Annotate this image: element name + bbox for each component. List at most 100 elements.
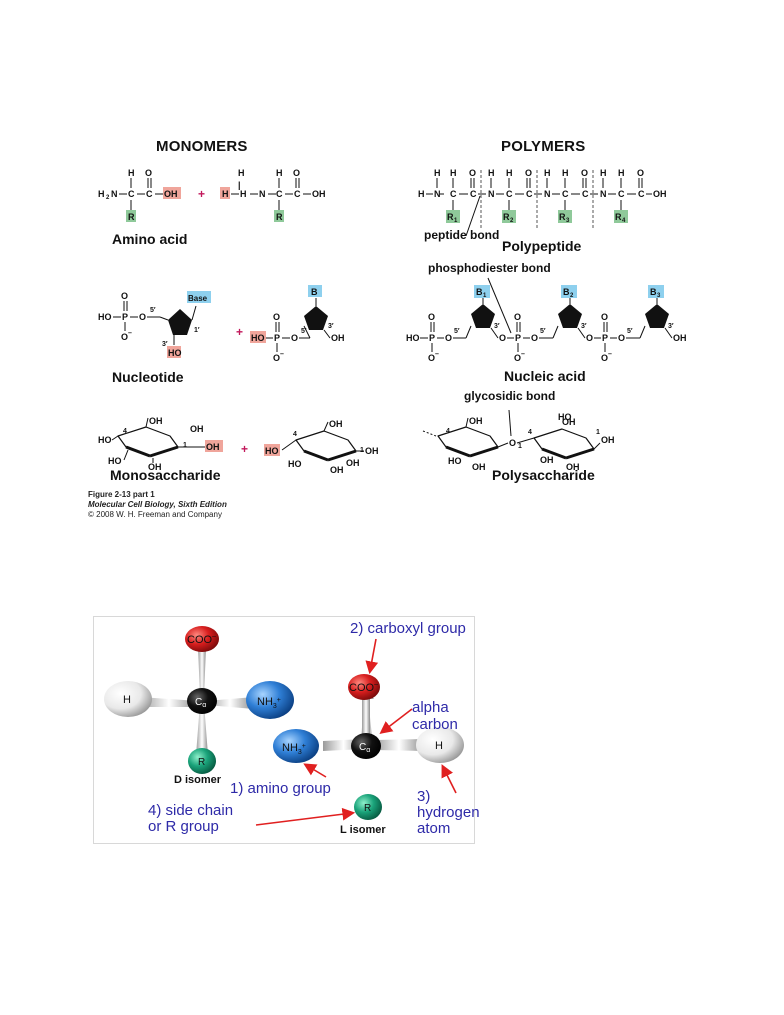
svg-text:O: O	[291, 333, 298, 343]
svg-text:R: R	[276, 212, 283, 222]
svg-text:B: B	[563, 287, 570, 297]
svg-text:C: C	[146, 189, 153, 199]
svg-text:C: C	[506, 189, 513, 199]
label-monosaccharide: Monosaccharide	[110, 467, 221, 483]
nh3-atom-d	[246, 681, 294, 719]
label-phosphodiester-bond: phosphodiester bond	[428, 261, 551, 275]
svg-text:H: H	[488, 168, 495, 178]
svg-text:OH: OH	[331, 333, 345, 343]
svg-text:3′: 3′	[162, 341, 168, 348]
svg-text:–: –	[128, 330, 132, 337]
svg-text:O: O	[428, 353, 435, 363]
svg-text:OH: OH	[312, 189, 326, 199]
label-polypeptide: Polypeptide	[502, 238, 582, 254]
svg-text:1: 1	[454, 218, 458, 224]
svg-text:O: O	[445, 333, 452, 343]
svg-text:R: R	[559, 212, 566, 222]
svg-text:HO: HO	[98, 312, 112, 322]
caption-copyright: © 2008 W. H. Freeman and Company	[88, 510, 222, 519]
svg-text:O: O	[637, 168, 644, 178]
svg-text:1: 1	[183, 442, 187, 449]
monomers-header: MONOMERS	[156, 138, 248, 155]
r-atom-d	[188, 748, 216, 774]
svg-text:OH: OH	[472, 462, 486, 472]
svg-text:4: 4	[446, 428, 450, 435]
h-atom-d	[104, 681, 152, 717]
label-hydrogen-atom: 3) hydrogen atom	[417, 789, 480, 837]
svg-text:B: B	[476, 287, 483, 297]
svg-text:R: R	[447, 212, 454, 222]
svg-text:O: O	[601, 312, 608, 322]
r-label-l: R	[364, 803, 371, 814]
svg-text:N: N	[544, 189, 551, 199]
h-atom-l	[416, 727, 464, 763]
svg-text:HO: HO	[168, 348, 182, 358]
svg-text:C: C	[276, 189, 283, 199]
label-carboxyl-group: 2) carboxyl group	[350, 620, 466, 637]
svg-text:HO: HO	[251, 333, 265, 343]
svg-text:P: P	[602, 333, 608, 343]
l-isomer-model	[273, 674, 464, 820]
figure-caption: Figure 2-13 part 1 Molecular Cell Biolog…	[88, 490, 227, 520]
caption-book-title: Molecular Cell Biology, Sixth Edition	[88, 500, 227, 509]
svg-text:HO: HO	[98, 435, 112, 445]
svg-text:OH: OH	[329, 419, 343, 429]
svg-text:O: O	[586, 333, 593, 343]
monosaccharide-structure-1: 4 1 OH HO OH HO OH OH	[98, 416, 223, 472]
coo-atom-l	[348, 674, 380, 700]
svg-text:OH: OH	[653, 189, 667, 199]
monosaccharide-structure-2: HO 4 1 OH OH HO OH OH	[264, 419, 379, 475]
svg-text:OH: OH	[164, 189, 178, 199]
h-label-l: H	[435, 740, 443, 752]
label-alpha-carbon: alpha carbon	[412, 699, 458, 733]
svg-text:H: H	[238, 168, 245, 178]
coo-atom-d	[185, 626, 219, 652]
svg-text:C: C	[294, 189, 301, 199]
svg-text:C: C	[618, 189, 625, 199]
svg-text:4: 4	[622, 218, 626, 224]
svg-text:5′: 5′	[150, 307, 156, 314]
svg-text:C: C	[470, 189, 477, 199]
svg-text:O: O	[618, 333, 625, 343]
svg-text:N: N	[111, 189, 118, 199]
svg-text:H: H	[506, 168, 513, 178]
label-peptide-bond: peptide bond	[424, 228, 500, 242]
svg-text:O: O	[469, 168, 476, 178]
svg-text:4: 4	[123, 428, 127, 435]
svg-text:OH: OH	[206, 442, 220, 452]
svg-text:OH: OH	[601, 435, 615, 445]
svg-text:N: N	[259, 189, 266, 199]
svg-text:4: 4	[293, 431, 297, 438]
svg-text:+: +	[241, 442, 248, 456]
svg-text:1: 1	[518, 443, 522, 450]
label-glycosidic-bond: glycosidic bond	[464, 389, 556, 403]
svg-text:O: O	[509, 438, 516, 448]
svg-text:HO: HO	[108, 456, 122, 466]
svg-text:Base: Base	[188, 294, 208, 303]
svg-text:OH: OH	[365, 446, 379, 456]
svg-text:C: C	[562, 189, 569, 199]
svg-text:N: N	[600, 189, 607, 199]
svg-text:C: C	[526, 189, 533, 199]
svg-text:O: O	[499, 333, 506, 343]
svg-text:HO: HO	[558, 412, 572, 422]
r-label-d: R	[198, 757, 205, 768]
svg-text:C: C	[582, 189, 589, 199]
polymers-header: POLYMERS	[501, 138, 586, 155]
svg-text:2: 2	[106, 195, 110, 201]
svg-text:H: H	[544, 168, 551, 178]
svg-text:5′: 5′	[454, 328, 460, 335]
svg-text:B: B	[650, 287, 657, 297]
svg-text:P: P	[122, 312, 128, 322]
svg-text:O: O	[514, 312, 521, 322]
svg-text:+: +	[236, 325, 243, 339]
svg-text:B: B	[311, 287, 318, 297]
svg-text:C: C	[128, 189, 135, 199]
svg-text:C: C	[450, 189, 457, 199]
svg-text:OH: OH	[330, 465, 344, 475]
side-chain-line2: or R group	[148, 818, 219, 835]
svg-text:5′: 5′	[301, 328, 307, 335]
svg-text:H: H	[450, 168, 457, 178]
